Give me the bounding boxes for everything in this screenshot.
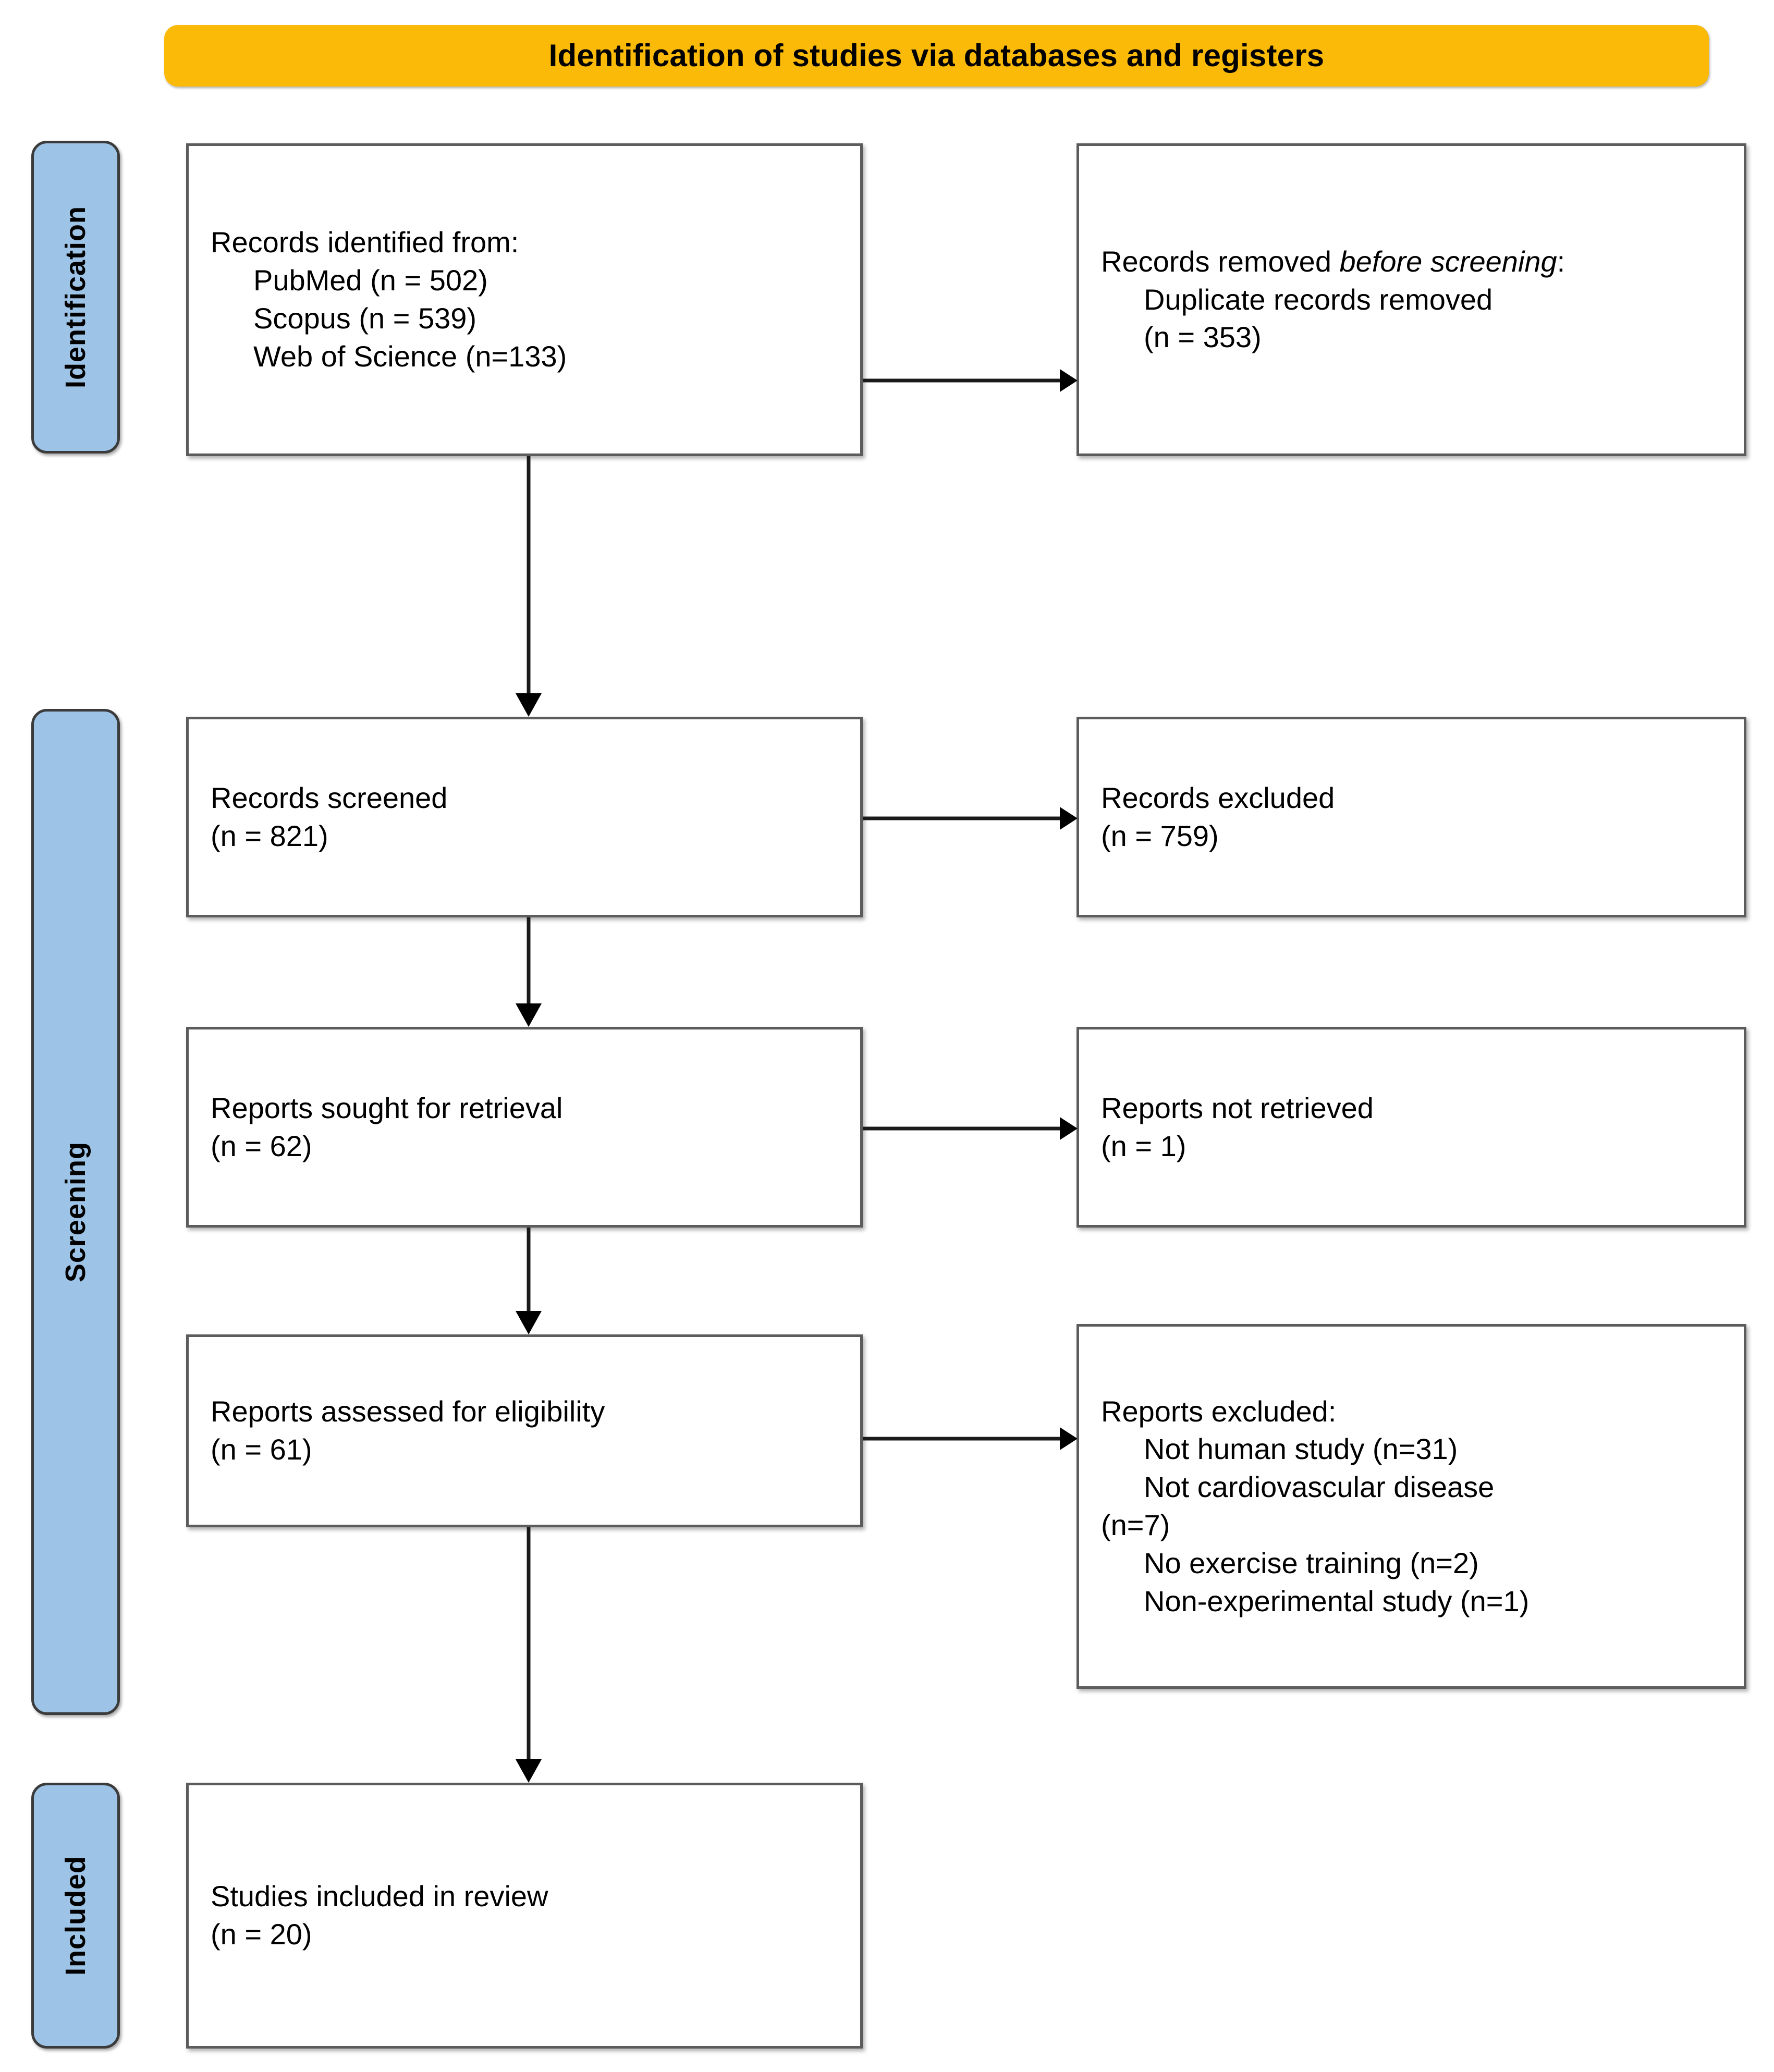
- arrow-sought-to-not-retrieved: [863, 1113, 1078, 1144]
- node-records-removed-title-tail: :: [1557, 244, 1565, 278]
- node-reports-assessed: Reports assessed for eligibility (n = 61…: [186, 1334, 863, 1527]
- node-records-identified-item-scopus: Scopus (n = 539): [253, 302, 477, 335]
- node-records-removed-title-lead: Records removed: [1101, 244, 1340, 278]
- node-studies-included-title: Studies included in review: [211, 1880, 548, 1913]
- stage-label-identification-text: Identification: [60, 206, 91, 388]
- stage-label-screening-text: Screening: [60, 1141, 91, 1283]
- stage-label-screening: Screening: [31, 709, 120, 1715]
- diagram-title: Identification of studies via databases …: [548, 38, 1325, 73]
- arrow-assessed-to-included: [512, 1527, 545, 1783]
- arrow-sought-to-assessed: [512, 1228, 545, 1334]
- node-reports-excluded-title: Reports excluded:: [1101, 1394, 1337, 1428]
- node-reports-not-retrieved-title: Reports not retrieved: [1101, 1091, 1374, 1124]
- node-reports-excluded-reason-not-cvd: Not cardiovascular disease: [1144, 1470, 1495, 1504]
- node-records-identified-item-pubmed: PubMed (n = 502): [253, 264, 488, 297]
- node-records-removed-item-duplicates: Duplicate records removed: [1144, 283, 1493, 316]
- node-records-removed-title-italic: before screening: [1339, 244, 1557, 278]
- node-reports-assessed-title: Reports assessed for eligibility: [211, 1395, 605, 1428]
- arrow-identified-to-screened: [512, 456, 545, 717]
- stage-label-included: Included: [31, 1783, 120, 2049]
- node-reports-assessed-count: (n = 61): [211, 1433, 312, 1466]
- diagram-header-banner: Identification of studies via databases …: [164, 25, 1709, 87]
- node-records-screened-count: (n = 821): [211, 819, 328, 852]
- node-reports-excluded: Reports excluded: Not human study (n=31)…: [1076, 1324, 1746, 1689]
- node-reports-excluded-reason-non-experimental: Non-experimental study (n=1): [1144, 1584, 1530, 1617]
- node-reports-not-retrieved-count: (n = 1): [1101, 1129, 1186, 1162]
- arrow-screened-to-records-excluded: [863, 803, 1078, 834]
- node-records-excluded: Records excluded (n = 759): [1076, 717, 1746, 917]
- stage-label-included-text: Included: [60, 1855, 91, 1976]
- node-records-identified-item-wos: Web of Science (n=133): [253, 339, 567, 373]
- node-reports-sought-title: Reports sought for retrieval: [211, 1091, 563, 1124]
- node-records-excluded-count: (n = 759): [1101, 819, 1219, 852]
- node-reports-not-retrieved: Reports not retrieved (n = 1): [1076, 1027, 1746, 1228]
- arrow-screened-to-sought: [512, 917, 545, 1027]
- node-records-excluded-title: Records excluded: [1101, 781, 1335, 814]
- node-records-identified: Records identified from: PubMed (n = 502…: [186, 143, 863, 456]
- node-records-screened: Records screened (n = 821): [186, 717, 863, 917]
- node-studies-included: Studies included in review (n = 20): [186, 1783, 863, 2049]
- node-records-screened-title: Records screened: [211, 781, 448, 814]
- node-records-removed-item-count: (n = 353): [1144, 321, 1262, 354]
- node-reports-sought: Reports sought for retrieval (n = 62): [186, 1027, 863, 1228]
- node-records-identified-title: Records identified from:: [211, 226, 519, 259]
- node-reports-excluded-reason-not-cvd-count: (n=7): [1101, 1509, 1170, 1541]
- node-reports-excluded-reason-not-human: Not human study (n=31): [1144, 1432, 1458, 1466]
- node-reports-sought-count: (n = 62): [211, 1129, 312, 1162]
- arrow-identified-to-removed: [863, 365, 1078, 396]
- node-records-removed-title: Records removed before screening:: [1101, 243, 1722, 281]
- node-studies-included-count: (n = 20): [211, 1918, 312, 1951]
- arrow-assessed-to-reports-excluded: [863, 1423, 1078, 1454]
- stage-label-identification: Identification: [31, 141, 120, 453]
- node-reports-excluded-reason-no-exercise: No exercise training (n=2): [1144, 1546, 1479, 1579]
- node-records-removed: Records removed before screening: Duplic…: [1076, 143, 1746, 456]
